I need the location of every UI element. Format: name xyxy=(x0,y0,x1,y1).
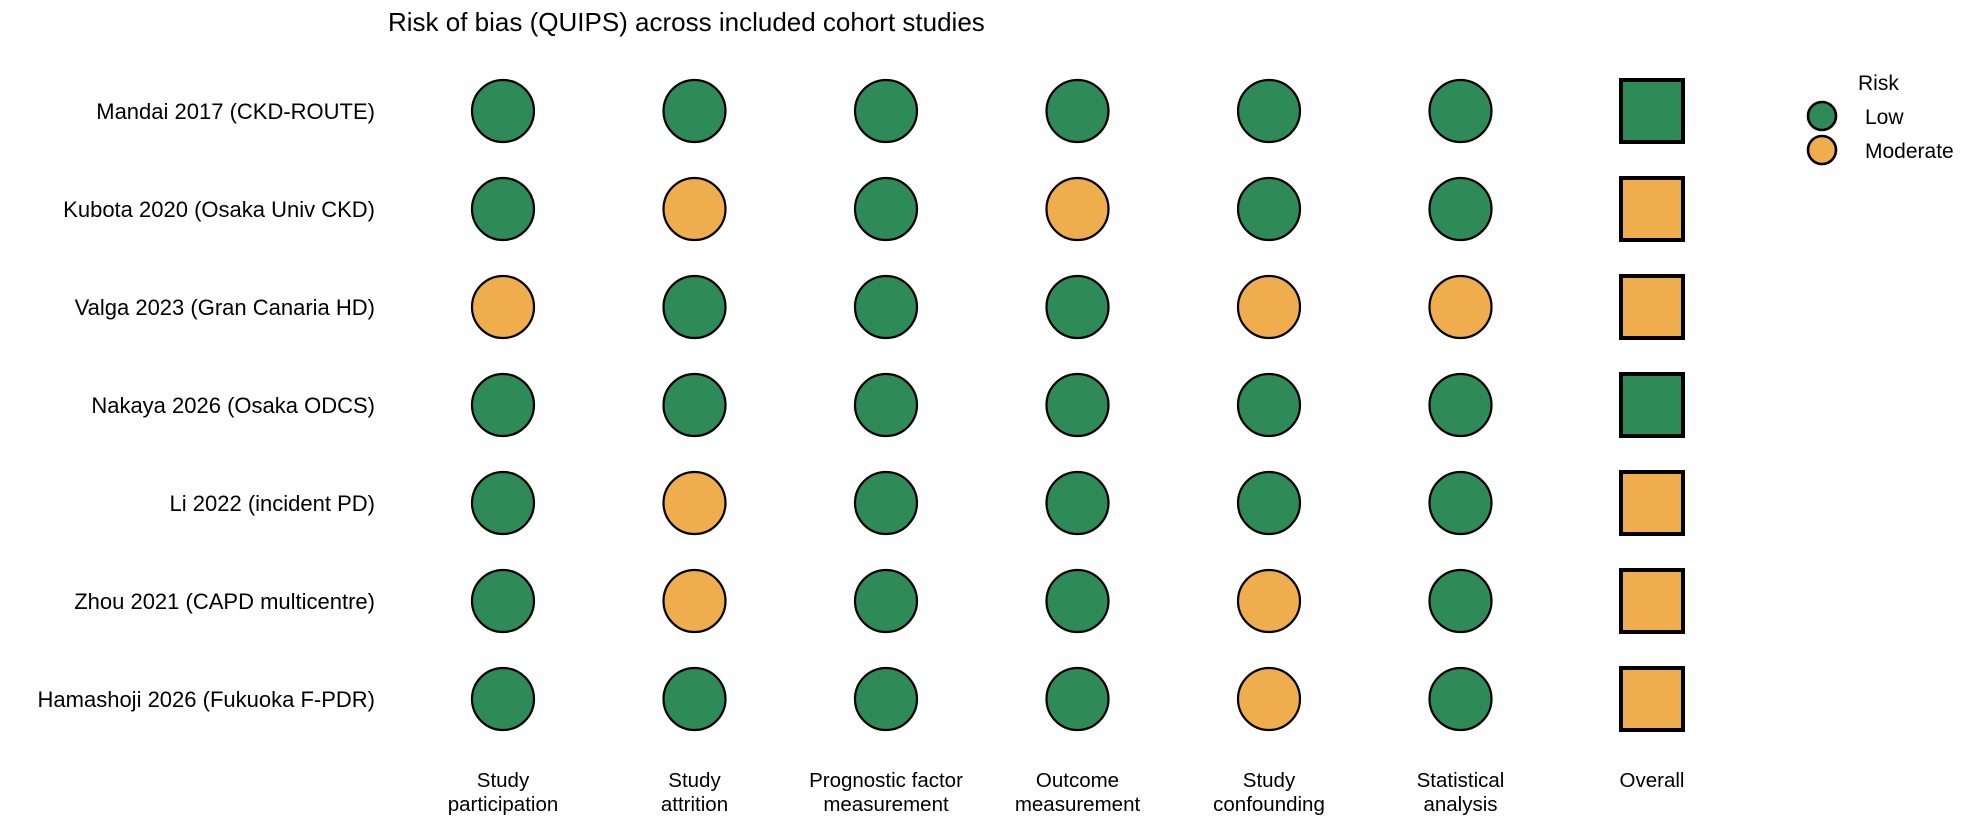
rating-moderate-row3-col5 xyxy=(1236,274,1302,340)
domain-label-line: confounding xyxy=(1213,793,1325,816)
rating-cells xyxy=(470,78,1685,732)
study-label-1: Mandai 2017 (CKD-ROUTE) xyxy=(96,99,375,124)
domain-label-line: Study xyxy=(1243,769,1296,792)
rating-low-row2-col5 xyxy=(1236,176,1302,242)
study-label-5: Li 2022 (incident PD) xyxy=(170,491,375,516)
rating-low-row4-col6 xyxy=(1428,372,1493,438)
domain-label-line: Statistical xyxy=(1417,769,1505,792)
study-label-3: Valga 2023 (Gran Canaria HD) xyxy=(75,295,375,320)
legend-label-low: Low xyxy=(1865,106,1904,129)
rating-low-row3-col3 xyxy=(853,274,919,340)
study-label-4: Nakaya 2026 (Osaka ODCS) xyxy=(91,393,375,418)
study-label-7: Hamashoji 2026 (Fukuoka F-PDR) xyxy=(38,687,375,712)
rating-low-row4-col3 xyxy=(853,372,919,438)
rating-low-row1-col6 xyxy=(1428,78,1493,144)
legend-title: Risk xyxy=(1858,72,1899,95)
legend-swatch-moderate xyxy=(1806,134,1838,166)
domain-label-line: Study xyxy=(668,769,721,792)
rating-low-row1-col2 xyxy=(662,78,727,144)
rating-low-row2-col6 xyxy=(1428,176,1493,242)
overall-rating-low-row1-col7 xyxy=(1619,78,1685,144)
domain-label-line: analysis xyxy=(1423,793,1497,816)
rating-low-row4-col5 xyxy=(1236,372,1302,438)
rating-low-row6-col4 xyxy=(1045,568,1110,634)
rating-low-row4-col2 xyxy=(662,372,727,438)
rating-moderate-row2-col4 xyxy=(1045,176,1110,242)
study-label-2: Kubota 2020 (Osaka Univ CKD) xyxy=(63,197,375,222)
rating-low-row2-col1 xyxy=(470,176,536,242)
rating-moderate-row7-col5 xyxy=(1236,666,1302,732)
rating-low-row1-col3 xyxy=(853,78,919,144)
domain-label-line: measurement xyxy=(1015,793,1141,816)
overall-rating-moderate-row3-col7 xyxy=(1619,274,1685,340)
rating-low-row7-col4 xyxy=(1045,666,1110,732)
chart-title: Risk of bias (QUIPS) across included coh… xyxy=(388,7,985,37)
domain-label-line: participation xyxy=(448,793,559,816)
rating-low-row4-col1 xyxy=(470,372,536,438)
overall-rating-moderate-row6-col7 xyxy=(1619,568,1685,634)
domain-label-line: Outcome xyxy=(1036,769,1119,792)
rating-low-row3-col4 xyxy=(1045,274,1110,340)
rating-low-row6-col3 xyxy=(853,568,919,634)
domain-label-line: measurement xyxy=(823,793,949,816)
rating-low-row5-col5 xyxy=(1236,470,1302,536)
legend-swatch-low xyxy=(1806,100,1838,132)
rating-low-row6-col6 xyxy=(1428,568,1493,634)
rating-low-row7-col6 xyxy=(1428,666,1493,732)
domain-label-line: Prognostic factor xyxy=(809,769,963,792)
overall-rating-moderate-row7-col7 xyxy=(1619,666,1685,732)
rating-low-row5-col6 xyxy=(1428,470,1493,536)
rating-moderate-row3-col1 xyxy=(470,274,536,340)
domain-label-line: Overall xyxy=(1620,769,1685,792)
overall-rating-low-row4-col7 xyxy=(1619,372,1685,438)
legend-label-moderate: Moderate xyxy=(1865,140,1954,163)
rating-low-row7-col1 xyxy=(470,666,536,732)
domain-label-line: attrition xyxy=(661,793,728,816)
rating-low-row5-col1 xyxy=(470,470,536,536)
study-label-6: Zhou 2021 (CAPD multicentre) xyxy=(74,589,375,614)
rating-low-row2-col3 xyxy=(853,176,919,242)
rating-low-row1-col4 xyxy=(1045,78,1110,144)
domain-label-overall: Overall xyxy=(1620,769,1685,792)
rating-moderate-row6-col5 xyxy=(1236,568,1302,634)
rating-moderate-row3-col6 xyxy=(1428,274,1493,340)
overall-rating-moderate-row5-col7 xyxy=(1619,470,1685,536)
rating-low-row3-col2 xyxy=(662,274,727,340)
rating-low-row7-col3 xyxy=(853,666,919,732)
rating-low-row1-col1 xyxy=(470,78,536,144)
rating-moderate-row5-col2 xyxy=(662,470,727,536)
rating-moderate-row2-col2 xyxy=(662,176,727,242)
rating-low-row4-col4 xyxy=(1045,372,1110,438)
row-labels: Mandai 2017 (CKD-ROUTE) Kubota 2020 (Osak… xyxy=(38,99,375,712)
rating-moderate-row6-col2 xyxy=(662,568,727,634)
rating-low-row1-col5 xyxy=(1236,78,1302,144)
rating-low-row6-col1 xyxy=(470,568,536,634)
overall-rating-moderate-row2-col7 xyxy=(1619,176,1685,242)
rating-low-row5-col3 xyxy=(853,470,919,536)
rating-low-row7-col2 xyxy=(662,666,727,732)
domain-label-line: Study xyxy=(477,769,530,792)
rating-low-row5-col4 xyxy=(1045,470,1110,536)
